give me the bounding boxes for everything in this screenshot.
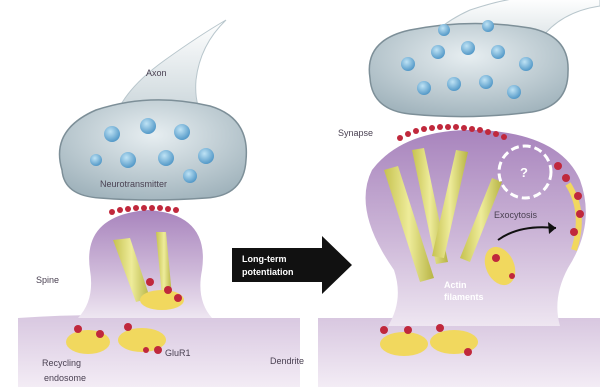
right-panel: ? Synapse Exocytosis Actin filament [318,0,600,387]
left-panel: Axon Neurotransmitter Spine Recycling en… [18,20,304,387]
arrow-label-1: Long-term [242,254,287,264]
label-dendrite: Dendrite [270,356,304,366]
label-synapse: Synapse [338,128,373,138]
label-axon: Axon [146,68,167,78]
label-neurotransmitter: Neurotransmitter [100,179,167,189]
arrow-label-2: potentiation [242,267,294,277]
label-actin-2: filaments [444,292,484,302]
label-recycling-1: Recycling [42,358,81,368]
label-recycling-2: endosome [44,373,86,383]
label-glur1: GluR1 [165,348,191,358]
label-actin-1: Actin [444,280,467,290]
ltp-arrow: Long-term potentiation [232,236,352,294]
right-axon-terminal [369,23,568,116]
label-exocytosis: Exocytosis [494,210,538,220]
label-question-mark: ? [520,165,528,180]
label-spine: Spine [36,275,59,285]
